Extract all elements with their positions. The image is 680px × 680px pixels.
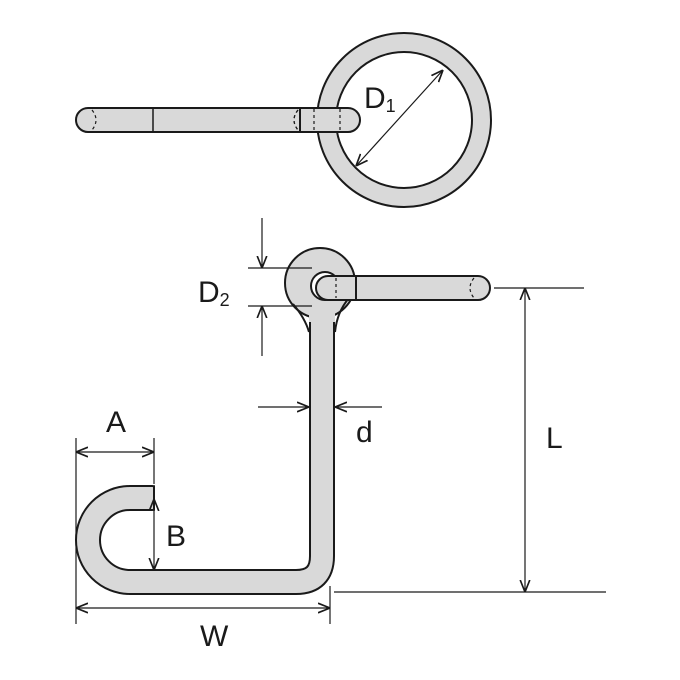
hook-tip-mask bbox=[155, 484, 169, 512]
l-label: L bbox=[546, 422, 563, 455]
d-label: d bbox=[356, 416, 373, 449]
hook-body-outline bbox=[75, 283, 335, 595]
hook-body-fill bbox=[77, 285, 333, 593]
top-view: D1 bbox=[75, 32, 492, 208]
d1-dimension-arrow bbox=[356, 70, 443, 166]
b-label: B bbox=[166, 520, 186, 553]
eye-neck-fill bbox=[309, 300, 335, 322]
d2-label: D2 bbox=[198, 276, 230, 310]
d1-label: D1 bbox=[364, 82, 396, 116]
top-pin-hidden-6 bbox=[293, 109, 299, 131]
top-pin-over-ring bbox=[299, 107, 361, 133]
w-label: W bbox=[200, 620, 229, 653]
front-pin-end-hidden bbox=[469, 277, 475, 299]
front-view: D2 d L A B W bbox=[75, 218, 606, 653]
top-pin-left-hidden bbox=[91, 109, 97, 131]
a-label: A bbox=[106, 406, 126, 439]
front-pin-over-eye bbox=[315, 275, 357, 301]
